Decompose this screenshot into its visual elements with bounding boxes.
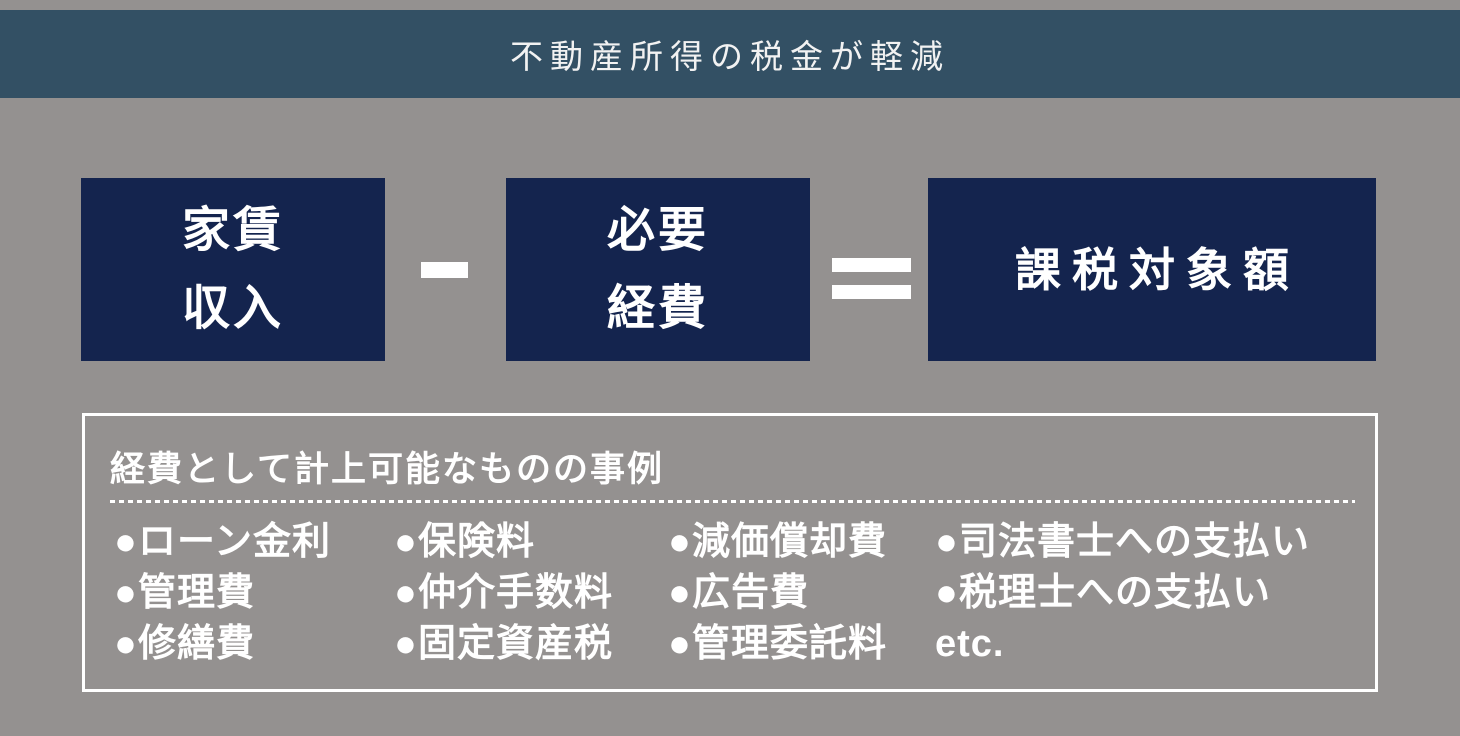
page-title: 不動産所得の税金が軽減	[510, 40, 950, 76]
rent-income-box: 家賃 収入	[81, 178, 385, 361]
expense-item: ●ローン金利	[114, 521, 332, 563]
expense-item: ●保険料	[394, 521, 535, 563]
header-band: 不動産所得の税金が軽減	[0, 10, 1460, 98]
rent-income-line2: 収入	[181, 281, 284, 335]
expense-item: ●減価償却費	[668, 521, 887, 563]
taxable-amount-box: 課税対象額	[928, 178, 1376, 361]
equals-operator-icon	[832, 258, 911, 299]
expense-item: ●税理士への支払い	[935, 572, 1271, 614]
taxable-amount-label: 課税対象額	[1015, 243, 1300, 296]
expense-item: ●仲介手数料	[394, 572, 613, 614]
expense-item: ●管理委託料	[668, 623, 887, 665]
expense-item: ●固定資産税	[394, 623, 613, 665]
minus-operator-icon	[421, 262, 468, 278]
equals-bar-bottom	[832, 285, 911, 299]
rent-income-line1: 家賃	[181, 203, 284, 257]
expense-examples-title: 経費として計上可能なものの事例	[110, 450, 664, 489]
expense-column-3: ●減価償却費 ●広告費 ●管理委託料	[668, 517, 887, 670]
expense-column-4: ●司法書士への支払い ●税理士への支払い etc.	[935, 517, 1310, 670]
expense-examples-panel: 経費として計上可能なものの事例 ●ローン金利 ●管理費 ●修繕費 ●保険料 ●仲…	[82, 413, 1378, 692]
expense-item: ●司法書士への支払い	[935, 521, 1310, 563]
expense-item: ●広告費	[668, 572, 809, 614]
expense-column-2: ●保険料 ●仲介手数料 ●固定資産税	[394, 517, 613, 670]
expense-item: ●管理費	[114, 572, 255, 614]
necessary-expenses-line1: 必要	[606, 203, 709, 257]
expense-column-1: ●ローン金利 ●管理費 ●修繕費	[114, 517, 331, 670]
dashed-divider	[110, 500, 1355, 503]
expense-item: ●修繕費	[114, 623, 255, 665]
necessary-expenses-box: 必要 経費	[506, 178, 810, 361]
necessary-expenses-line2: 経費	[606, 281, 709, 335]
equals-bar-top	[832, 258, 911, 272]
expense-item-etc: etc.	[935, 623, 1005, 665]
